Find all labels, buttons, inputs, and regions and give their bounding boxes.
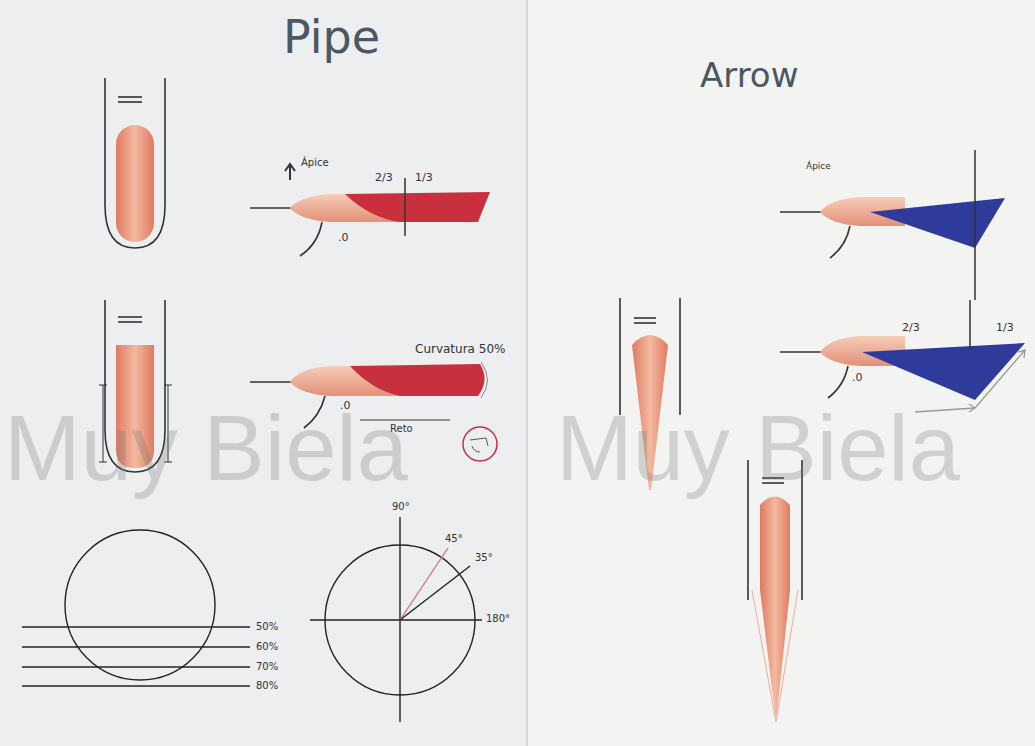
- nail-side-view: [780, 300, 1025, 412]
- watermark: Muy Biela: [4, 402, 408, 494]
- left-panel: [0, 0, 527, 746]
- curvature-label: Curvatura 50%: [415, 343, 505, 355]
- angle-label: 35°: [475, 553, 493, 563]
- ratio-label: 1/3: [415, 172, 433, 183]
- angle-label: 180°: [486, 614, 510, 624]
- angle-circle: [310, 517, 482, 722]
- ratio-label: 2/3: [902, 322, 920, 333]
- finger-front-view: [105, 78, 165, 248]
- percent-label: 70%: [256, 662, 278, 672]
- percent-label: 80%: [256, 681, 278, 691]
- angle-label: 90°: [392, 502, 410, 512]
- ratio-label: 1/3: [996, 322, 1014, 333]
- curve-label: .0: [338, 232, 349, 243]
- watermark: Muy Biela: [556, 402, 960, 494]
- curve-label: .0: [340, 400, 351, 411]
- finger-front-view: [748, 460, 802, 722]
- angle-label: 45°: [445, 534, 463, 544]
- curvature-circle: [22, 530, 250, 686]
- right-panel: [527, 0, 1035, 746]
- panel-title: Arrow: [700, 58, 798, 92]
- percent-label: 50%: [256, 622, 278, 632]
- apex-label: Ápice: [806, 162, 831, 171]
- nail-side-view: [250, 164, 490, 256]
- apex-label: Ápice: [301, 158, 329, 168]
- nail-side-view: [780, 150, 1005, 300]
- panel-title: Pipe: [283, 14, 380, 60]
- curve-label: .0: [852, 372, 863, 383]
- ratio-label: 2/3: [375, 172, 393, 183]
- straight-label: Reto: [390, 424, 413, 434]
- percent-label: 60%: [256, 642, 278, 652]
